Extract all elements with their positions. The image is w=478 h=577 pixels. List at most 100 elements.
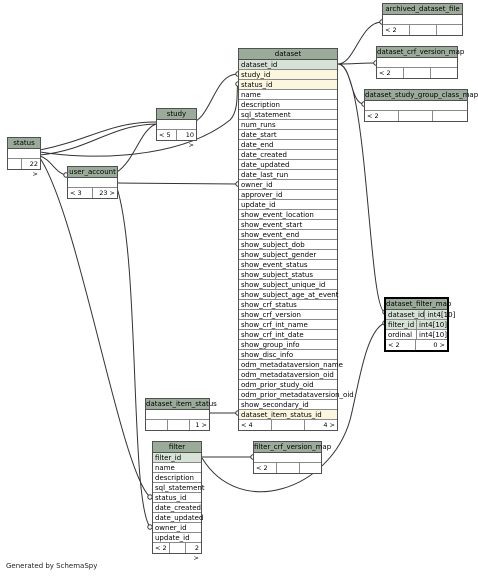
column-show-crf-version: show_crf_version [239,310,337,320]
parents-count: < 2 [254,463,277,473]
column-status-id: status_id [153,493,201,503]
table-filter-crf-version-map[interactable]: filter_crf_version_map < 2 [253,441,332,474]
footer-spacer [399,111,433,121]
column-show-subject-age-at-event: show_subject_age_at_event [239,291,339,300]
footer-spacer [404,68,431,78]
rel-status-filter [39,157,151,498]
children-count: 10 > [185,131,194,149]
table-footer: 22 > [8,159,40,178]
column-num-runs: num_runs [239,120,337,130]
column-name: filter_id [388,321,415,329]
table-status[interactable]: status 22 > [7,137,41,178]
column-row [383,15,462,25]
column-owner-id: owner_id [239,180,337,190]
column-show-secondary-id: show_secondary_id [239,400,337,410]
column-show-event-start: show_event_start [239,220,337,230]
table-title: dataset_study_group_class_map [365,90,478,101]
column-show-crf-status: show_crf_status [239,300,337,310]
column-row [68,178,117,188]
column-type: int4[10] [416,320,447,329]
parents-count: < 5 [157,130,177,140]
column-show-subject-dob: show_subject_dob [239,240,337,250]
column-approver-id: approver_id [239,190,337,200]
parents-count: < 3 [68,188,93,198]
column-name: ordinal [388,331,413,339]
column-row [377,58,457,68]
column-description: description [239,100,337,110]
rel-user-account-dataset [116,182,239,185]
table-title: dataset_item_status [146,399,217,410]
children-count: 23 > [99,189,115,197]
column-name: name [153,463,201,473]
table-title: dataset [239,49,337,60]
parents-count: < 2 [383,25,410,35]
parents-count: < 2 [153,543,170,553]
table-title: status [8,138,40,149]
table-user-account[interactable]: user_account < 3 23 > [67,166,118,199]
rel-dataset-crf-version-map [337,62,377,65]
table-dataset-study-group-class-map[interactable]: dataset_study_group_class_map < 2 [364,89,478,122]
table-filter[interactable]: filter filter_id name description sql_st… [152,441,205,562]
children-count: 22 > [29,160,38,178]
children-count: 4 > [323,421,335,429]
children-count [431,68,457,78]
column-dataset-id: dataset_id [239,60,337,70]
rel-user-account-filter [116,187,151,528]
table-footer: < 2 [383,25,462,35]
parents-count [8,159,22,169]
table-title: study [157,109,196,120]
column-row [365,101,467,111]
table-footer: < 2 2 > [153,543,201,562]
rel-dataset-filter-map [337,63,386,313]
parents-count: < 2 [386,340,416,350]
column-show-subject-status: show_subject_status [239,270,337,280]
children-count [433,111,467,121]
column-sql-statement: sql_statement [153,484,205,493]
column-row [254,453,321,463]
table-title: filter [153,442,201,453]
column-date-start: date_start [239,130,337,140]
table-dataset[interactable]: dataset dataset_id study_id status_id na… [238,48,354,431]
footer-spacer [410,25,437,35]
column-dataset-id: dataset_id int4[10] [386,310,455,320]
table-dataset-item-status[interactable]: dataset_item_status 1 > [145,398,217,431]
parents-count: < 2 [377,68,404,78]
column-type: int4[10] [424,310,455,319]
column-date-updated: date_updated [153,514,204,523]
generated-by-credit: Generated by SchemaSpy [6,562,98,570]
parents-count: < 2 [365,111,399,121]
children-count [300,463,321,473]
table-title: filter_crf_version_map [254,442,332,453]
rel-status-study-b [39,121,157,151]
rel-status-study-a [39,123,157,156]
table-dataset-filter-map[interactable]: dataset_filter_map dataset_id int4[10] f… [384,297,455,352]
column-show-crf-int-date: show_crf_int_date [239,330,337,340]
rel-filter-dataset-filter-map [201,322,386,493]
column-odm-prior-study-oid: odm_prior_study_oid [239,380,337,390]
table-dataset-crf-version-map[interactable]: dataset_crf_version_map < 2 [376,46,464,79]
column-date-end: date_end [239,140,337,150]
column-name: dataset_id [388,311,425,319]
column-status-id: status_id [239,80,337,90]
column-show-disc-info: show_disc_info [239,350,337,360]
column-odm-metadataversion-oid: odm_metadataversion_oid [239,370,337,380]
table-footer: < 2 [377,68,457,78]
children-count [437,25,462,35]
table-footer: 1 > [146,420,209,430]
column-date-created: date_created [239,150,337,160]
table-footer: < 3 23 > [68,188,117,198]
column-update-id: update_id [153,533,201,543]
rel-user-account-study [116,123,157,173]
parents-count [146,420,168,430]
column-filter-id: filter_id [153,453,201,463]
rel-dataset-archived-dataset-file [337,21,383,65]
column-name: name [239,90,337,100]
column-sql-statement: sql_statement [239,110,337,120]
table-footer: < 2 [365,111,467,121]
table-study[interactable]: study < 5 10 > [156,108,197,149]
column-show-crf-int-name: show_crf_int_name [239,320,337,330]
column-update-id: update_id [239,200,337,210]
column-odm-metadataversion-name: odm_metadataversion_name [239,361,343,370]
table-archived-dataset-file[interactable]: archived_dataset_file < 2 [382,3,463,36]
